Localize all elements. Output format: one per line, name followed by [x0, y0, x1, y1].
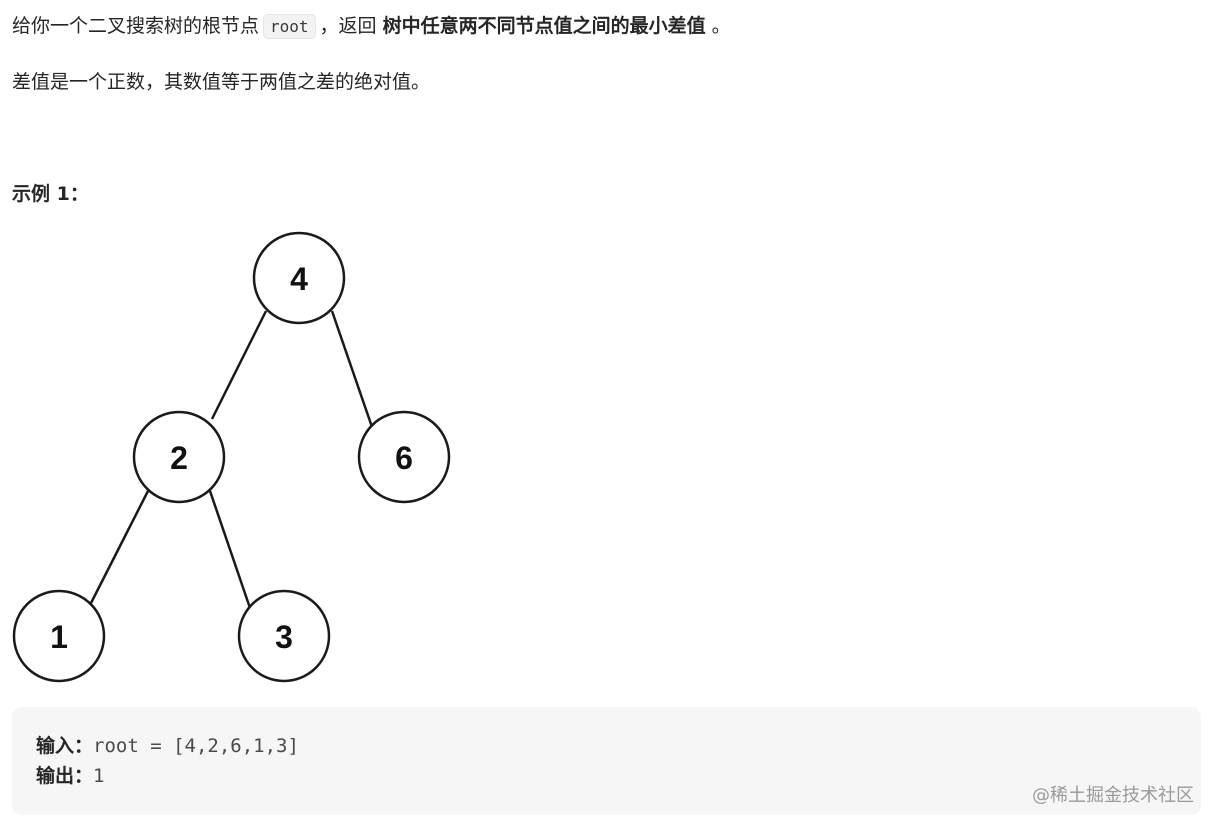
tree-node-6: 6 [357, 410, 451, 504]
statement-text-middle: ，返回 [319, 15, 377, 37]
tree-node-2: 2 [132, 410, 226, 504]
binary-tree-diagram: 4 2 6 1 3 [12, 231, 451, 683]
tree-edge-2-3 [208, 490, 252, 609]
output-value: 1 [93, 765, 105, 787]
example-input-line: 输入：root = [4,2,6,1,3] [36, 732, 299, 760]
example-code-block: 输入：root = [4,2,6,1,3] 输出：1 [12, 707, 1201, 815]
statement-text: 给你一个二叉搜索树的根节点 [12, 15, 260, 37]
problem-note: 差值是一个正数，其数值等于两值之差的绝对值。 [12, 71, 431, 93]
statement-end: 。 [711, 15, 731, 37]
output-label: 输出： [36, 765, 94, 787]
tree-node-1: 1 [12, 589, 106, 683]
watermark-text: @稀土掘金技术社区 [1032, 785, 1194, 806]
tree-node-label: 3 [275, 619, 293, 655]
inline-code-root: root [263, 14, 316, 39]
tree-edge-4-2 [210, 310, 268, 420]
input-value: root = [4,2,6,1,3] [93, 735, 299, 757]
example-heading: 示例 1： [12, 183, 89, 205]
tree-node-4: 4 [252, 231, 346, 325]
tree-node-label: 6 [395, 440, 413, 476]
tree-node-3: 3 [237, 589, 331, 683]
tree-edge-2-1 [88, 490, 150, 606]
tree-node-label: 2 [170, 440, 188, 476]
tree-node-label: 1 [50, 619, 68, 655]
tree-edge-4-6 [330, 310, 374, 428]
input-label: 输入： [36, 735, 94, 757]
example-output-line: 输出：1 [36, 762, 104, 790]
tree-node-label: 4 [290, 261, 308, 297]
statement-bold-text: 树中任意两不同节点值之间的最小差值 [382, 15, 706, 37]
